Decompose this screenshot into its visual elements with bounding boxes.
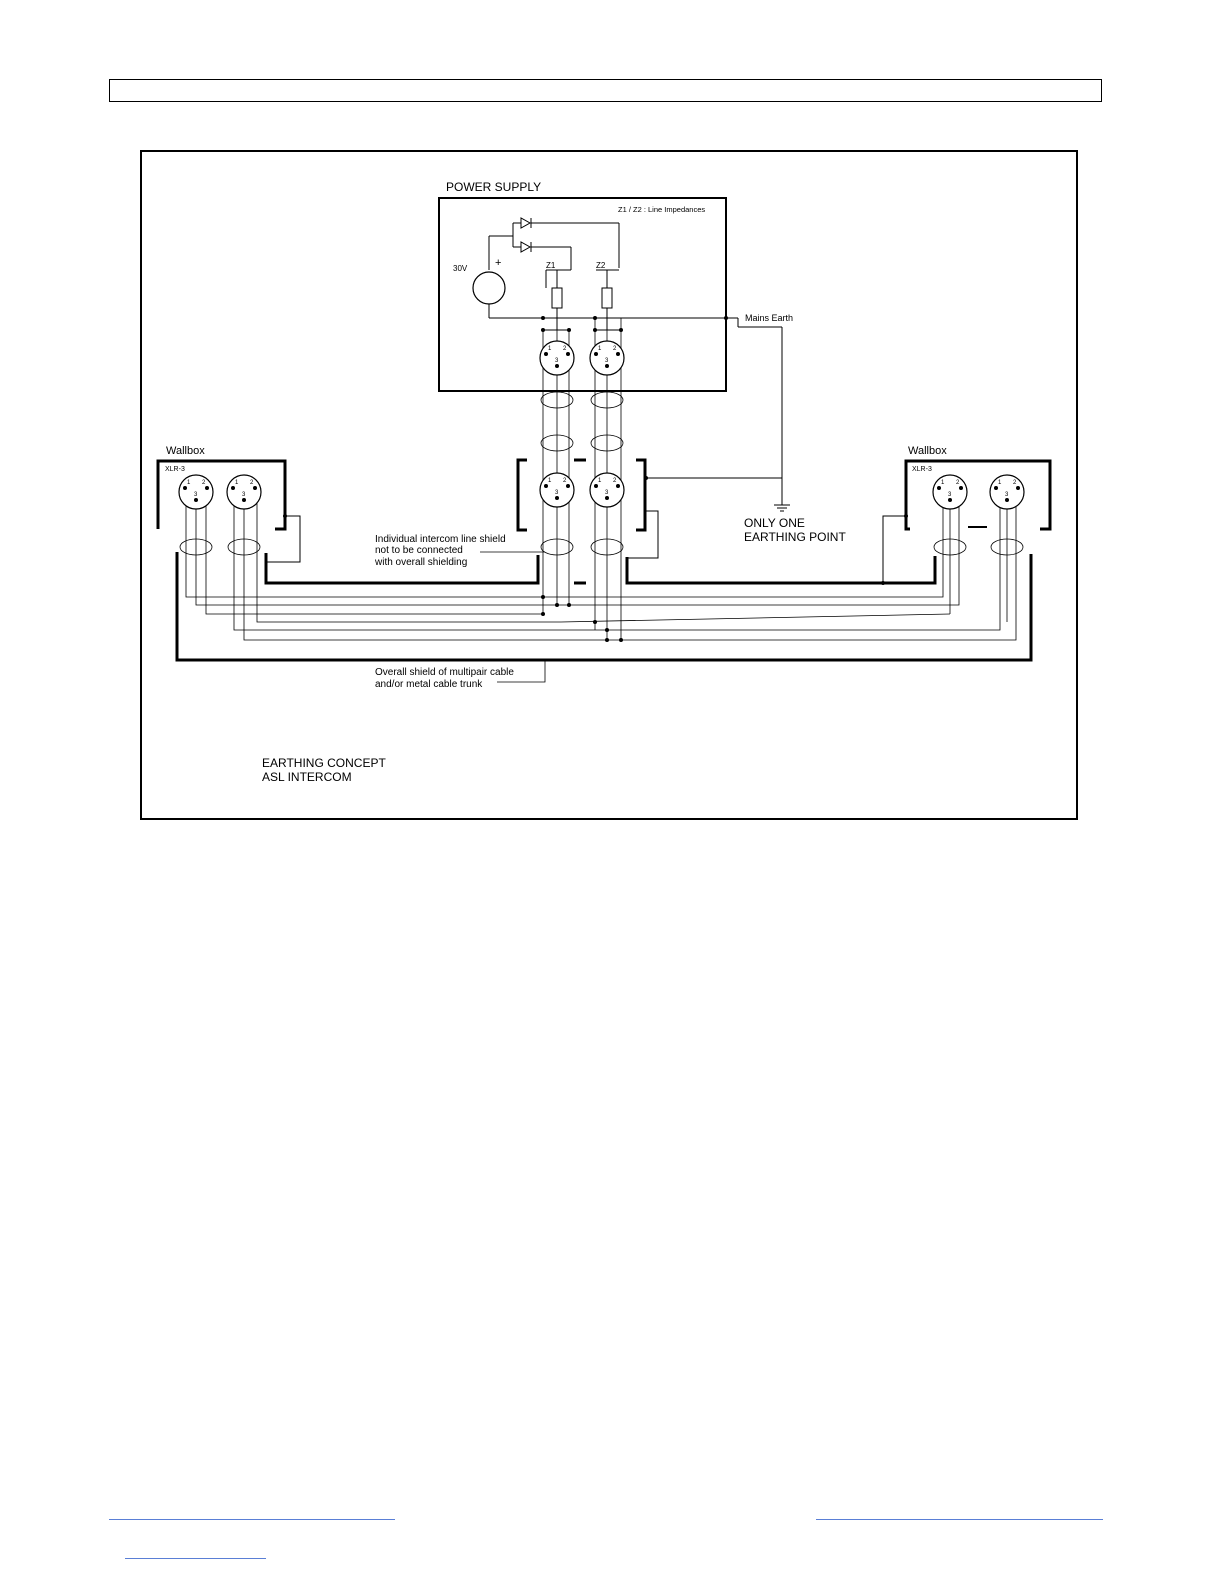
shield-sleeve [540,538,574,556]
shield-sleeve [590,434,624,452]
junction-dots [283,316,908,642]
wallbox-right-label: Wallbox [908,445,947,457]
pin-label: 1 [598,478,602,484]
caption-line2: ASL INTERCOM [262,770,352,784]
pin-label: 1 [941,480,945,486]
pin-label: 3 [555,490,559,496]
shield-sleeve [179,538,213,556]
shield-note-line1: Individual intercom line shield [375,534,506,545]
xlr-wallbox-right-1: 1 23 [932,474,968,510]
shield-sleeve [933,538,967,556]
pin-label: 2 [202,480,206,486]
pin-label: 2 [563,478,567,484]
pin-label: 2 [956,480,960,486]
pin-label: 3 [194,492,198,498]
pin-label: 3 [555,358,559,364]
wallbox-left-box [156,459,287,531]
shield-sleeve [590,538,624,556]
cable-bus [185,492,1017,641]
header-box [109,79,1102,102]
xlr-junction-left: 1 23 [539,472,575,508]
pin-label: 1 [235,480,239,486]
footer-link-left[interactable] [109,1519,395,1520]
pin-label: 1 [548,478,552,484]
impedance-legend: Z1 / Z2 : Line Impedances [618,205,705,214]
pin-label: 1 [548,346,552,352]
power-supply-box [438,197,727,392]
voltage-source [472,271,506,305]
diode-pair [488,217,620,270]
central-junction-bracket [516,458,647,532]
pin-label: 3 [605,490,609,496]
impedance-z2 [601,287,613,309]
pin-label: 2 [613,346,617,352]
footer-link-right[interactable] [816,1519,1103,1520]
mains-earth-label: Mains Earth [745,313,793,323]
pin-label: 3 [1005,492,1009,498]
xlr-ps-left: 1 23 [539,340,575,376]
z2-label: Z2 [596,261,606,270]
shield-sleeve [990,538,1024,556]
plus-label: + [495,257,501,269]
pin-label: 3 [605,358,609,364]
shield-sleeve [540,434,574,452]
footer-link-bottom[interactable] [125,1558,266,1559]
shield-sleeve [590,391,624,409]
voltage-label: 30V [453,264,468,273]
shield-note-line2: not to be connected [375,545,463,556]
power-supply-label: POWER SUPPLY [446,180,541,194]
pin-label: 1 [187,480,191,486]
shield-sleeve [227,538,261,556]
pin-label: 2 [613,478,617,484]
earthing-point-line1: ONLY ONE [744,516,805,530]
xlr-ps-right: 1 23 [589,340,625,376]
pin-label: 2 [1013,480,1017,486]
shield-sleeve [540,391,574,409]
wallbox-right-box [904,459,1052,531]
xlr-wallbox-right-2: 1 23 [989,474,1025,510]
overall-shield [175,552,1033,662]
pin-label: 3 [948,492,952,498]
impedance-z1 [551,287,563,309]
xlr-wallbox-left-1: 1 23 [178,474,214,510]
xlr-left-label: XLR-3 [165,466,185,473]
xlr-wallbox-left-2: 1 23 [226,474,262,510]
earthing-point-line2: EARTHING POINT [744,530,846,544]
pin-label: 2 [250,480,254,486]
xlr-junction-right: 1 23 [589,472,625,508]
overall-note-line2: and/or metal cable trunk [375,679,483,690]
pin-label: 2 [563,346,567,352]
pin-label: 1 [598,346,602,352]
xlr-right-label: XLR-3 [912,466,932,473]
pin-label: 1 [998,480,1002,486]
caption-line1: EARTHING CONCEPT [262,756,386,770]
overall-note-line1: Overall shield of multipair cable [375,667,514,678]
diagram-frame [140,150,1078,820]
z1-label: Z1 [546,261,556,270]
shield-note-line3: with overall shielding [374,557,467,568]
wallbox-left-label: Wallbox [166,445,205,457]
pin-label: 3 [242,492,246,498]
